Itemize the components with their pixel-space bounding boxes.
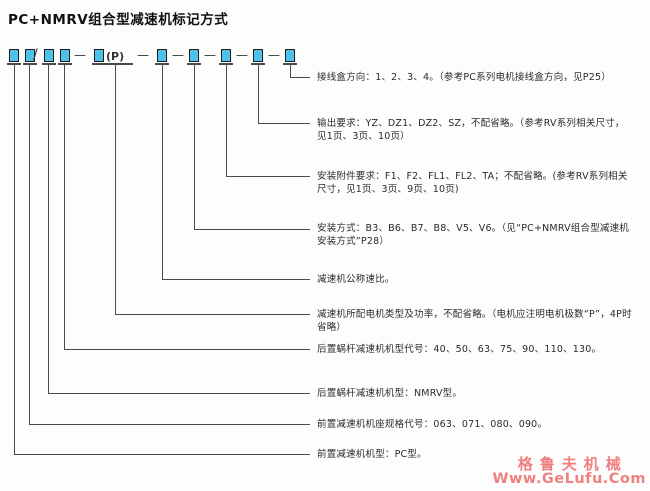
connector-v-box4: [64, 64, 65, 349]
connector-h-box3: [48, 393, 310, 394]
connector-h-box1: [14, 454, 310, 455]
code-box-9: [253, 49, 263, 62]
code-separator-dash: —: [204, 48, 216, 62]
code-separator-dash: —: [236, 48, 248, 62]
label-nominal-ratio: 减速机公称速比。: [317, 274, 395, 285]
label-mounting-position: 安装方式：B3、B6、B7、B8、V5、V6。（见“PC+NMRV组合型减速机安…: [317, 223, 630, 247]
box-underline-5: [92, 63, 133, 65]
box-underline-4: [58, 63, 72, 65]
code-box-1: [9, 49, 19, 62]
code-separator-dash: —: [268, 48, 280, 62]
connector-v-box6: [162, 64, 163, 279]
code-separator-dash: —: [137, 48, 149, 62]
connector-h-box2: [29, 424, 310, 425]
box-underline-2: [23, 63, 37, 65]
code-box-10: [285, 49, 295, 62]
label-front-reducer-type: 前置减速机机型：PC型。: [317, 449, 427, 460]
code-box-7: [189, 49, 199, 62]
connector-v-box7: [194, 64, 195, 229]
page-title: PC+NMRV组合型减速机标记方式: [8, 12, 229, 28]
code-box-8: [221, 49, 231, 62]
connector-v-box9: [258, 64, 259, 123]
code-p-suffix: (P): [106, 50, 125, 63]
connector-h-box6: [162, 279, 310, 280]
code-box-6: [157, 49, 167, 62]
label-front-reducer-size: 前置减速机机座规格代号：063、071、080、090。: [317, 419, 548, 430]
connector-v-box10: [290, 64, 291, 77]
code-separator-slash: /: [33, 47, 38, 63]
connector-h-box4: [64, 349, 310, 350]
code-box-5: [94, 49, 104, 62]
connector-v-box5: [115, 64, 116, 314]
label-worm-reducer-size-code: 后置蜗杆减速机机型代号：40、50、63、75、90、110、130。: [317, 344, 602, 355]
label-terminal-box-direction: 接线盒方向：1、2、3、4。（参考PC系列电机接线盒方向，见P25）: [317, 72, 611, 83]
code-separator-dash: —: [74, 48, 86, 62]
connector-v-box2: [29, 64, 30, 424]
watermark-company-name: 格鲁夫机械: [517, 454, 628, 473]
connector-h-box7: [194, 229, 310, 230]
connector-h-box8: [226, 176, 310, 177]
connector-h-box5: [115, 314, 310, 315]
watermark-website-url: Www.GeLufu.Com: [492, 471, 646, 488]
connector-v-box8: [226, 64, 227, 176]
watermark: 格鲁夫机械 Www.GeLufu.Com: [492, 456, 646, 488]
label-mounting-accessories: 安装附件要求：F1、F2、FL1、FL2、TA；不配省略。(参考RV系列相关尺寸…: [317, 171, 628, 195]
label-motor-type-power: 减速机所配电机类型及功率，不配省略。（电机应注明电机极数“P”，4P时省略）: [317, 309, 632, 333]
connector-v-box1: [14, 64, 15, 454]
code-box-2: [25, 49, 35, 62]
connector-v-box3: [48, 64, 49, 393]
box-underline-3: [42, 63, 56, 65]
connector-h-box9: [258, 123, 310, 124]
connector-h-box10: [290, 77, 310, 78]
label-worm-reducer-type: 后置蜗杆减速机机型：NMRV型。: [317, 388, 463, 399]
code-box-4: [60, 49, 70, 62]
code-box-3: [44, 49, 54, 62]
code-separator-dash: —: [172, 48, 184, 62]
label-output-requirement: 输出要求：YZ、DZ1、DZ2、SZ，不配省略。（参考RV系列相关尺寸，见1页、…: [317, 118, 625, 142]
